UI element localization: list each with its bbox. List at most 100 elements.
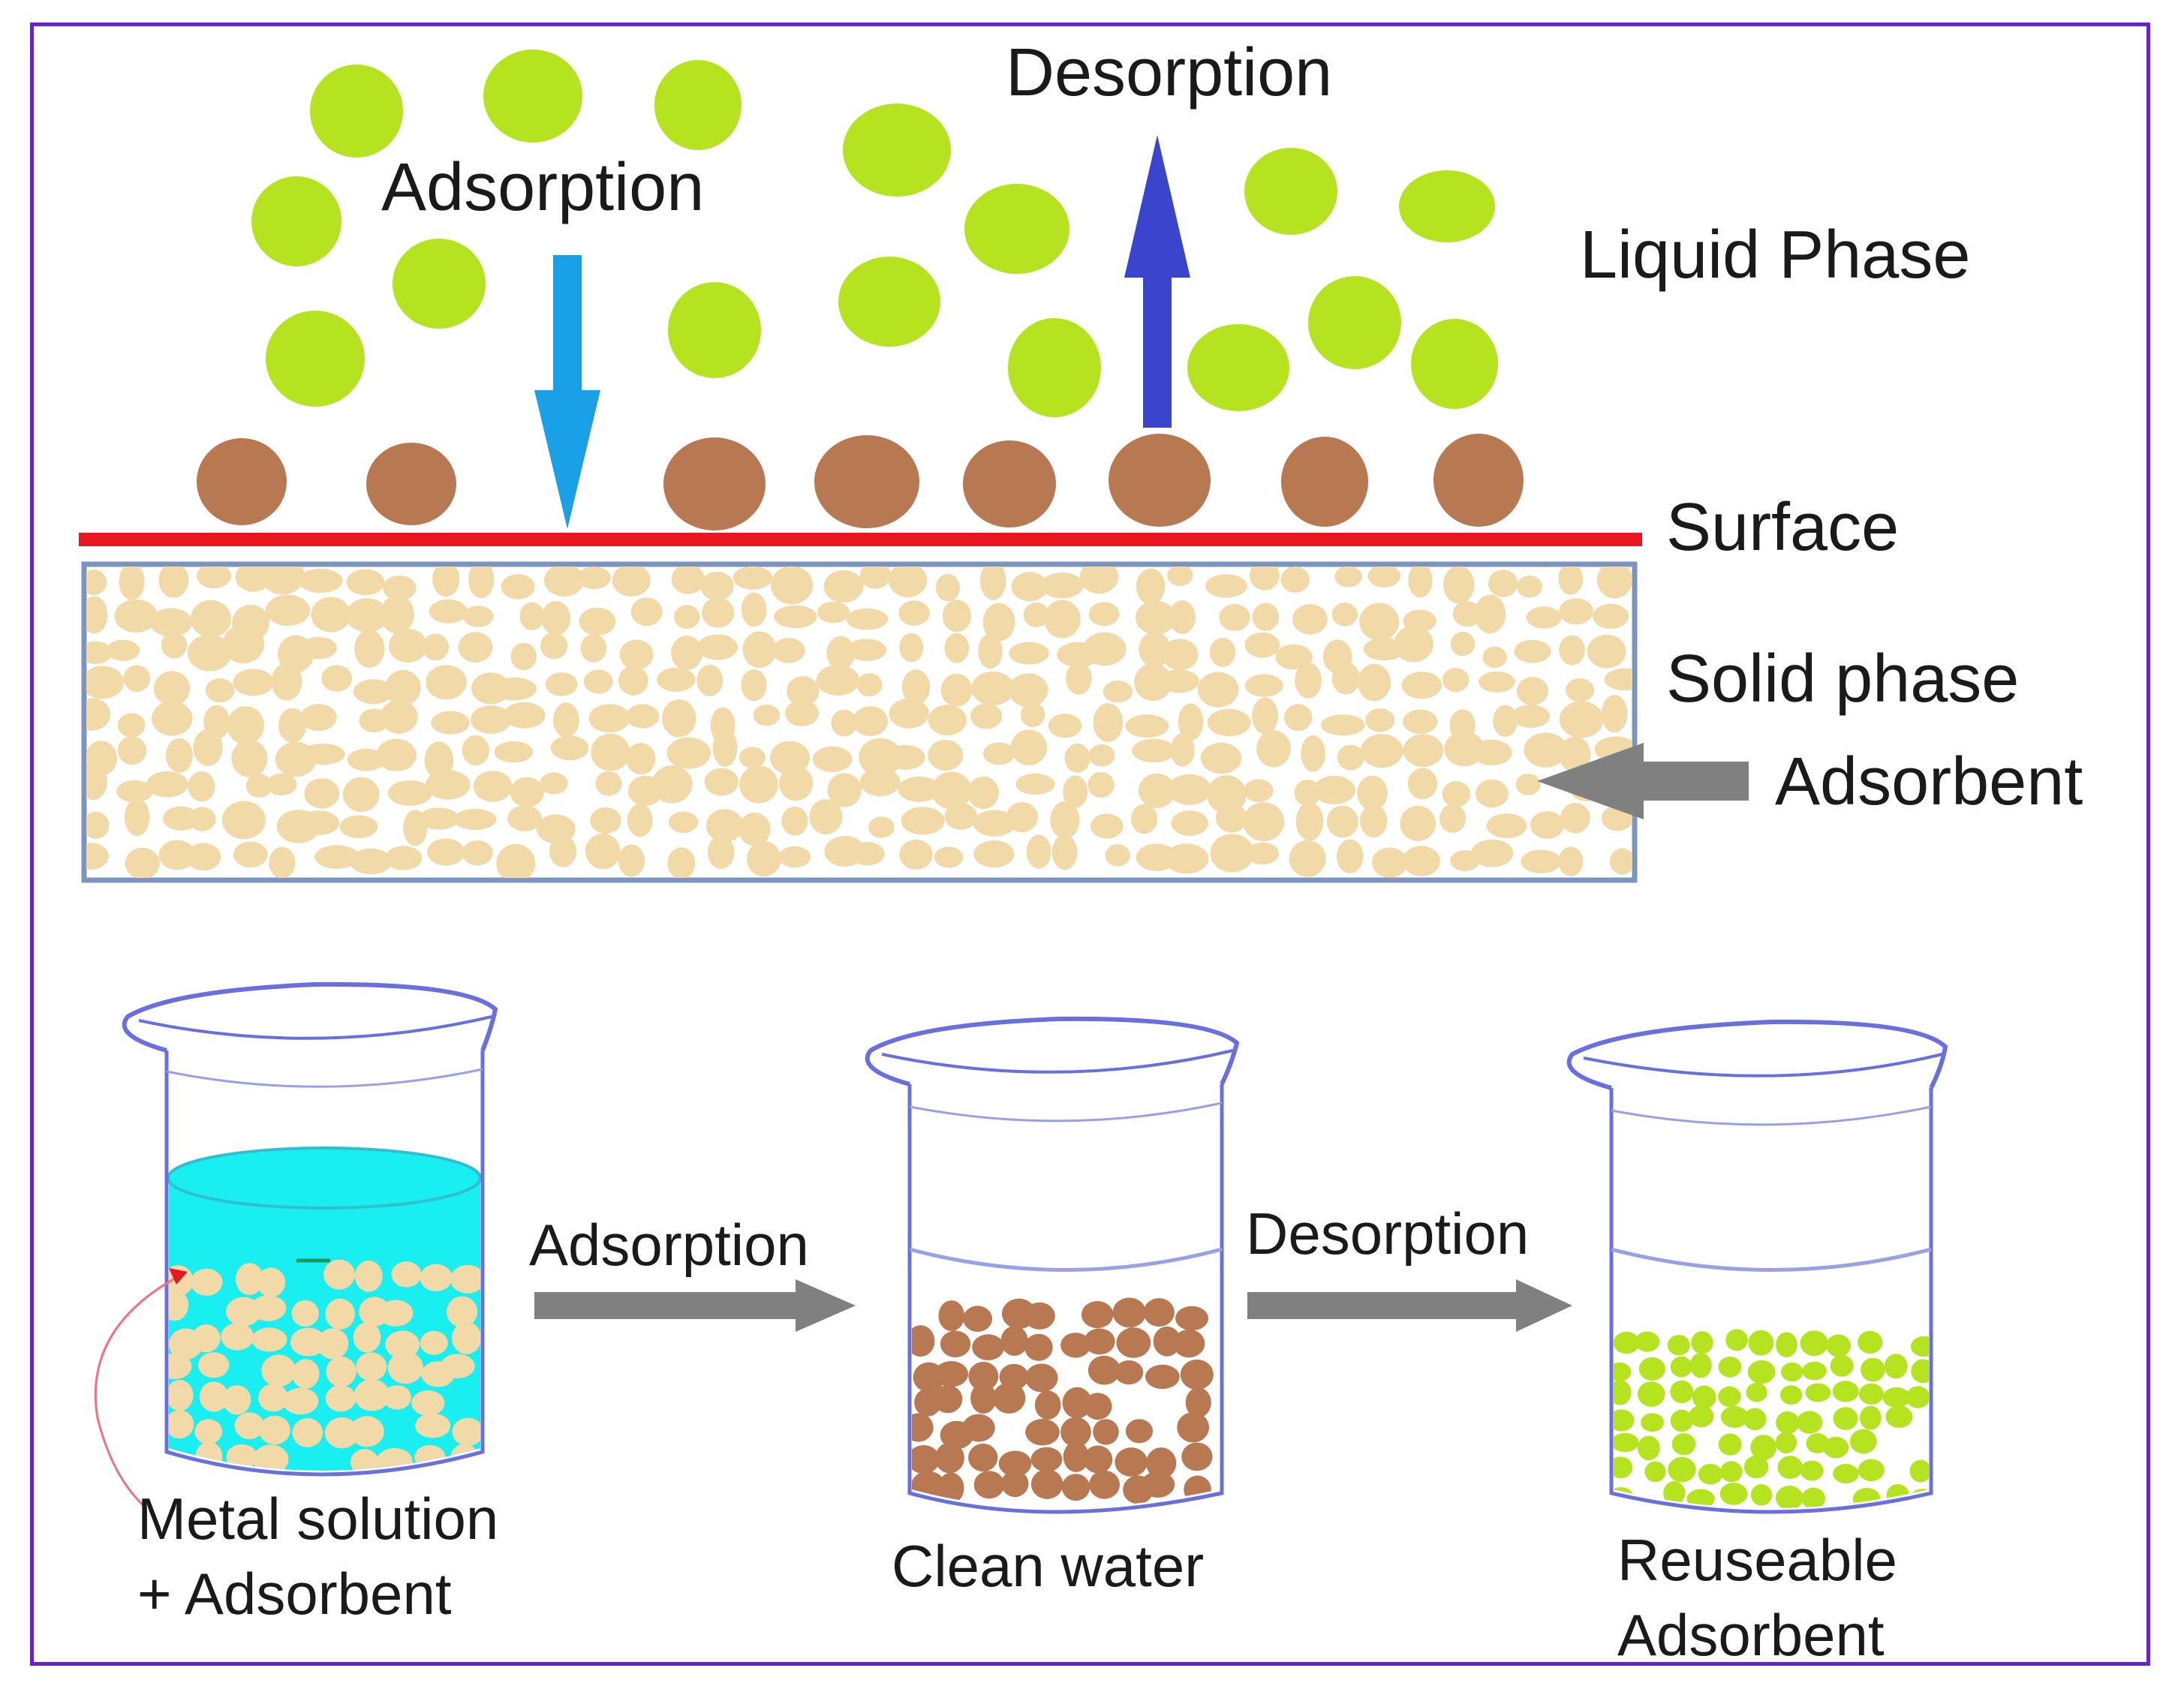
solid-grain: [510, 642, 537, 671]
solid-grain: [278, 708, 307, 743]
beaker3-grain: [1776, 1332, 1797, 1358]
solid-grain: [671, 567, 705, 594]
beaker3-grain: [1748, 1330, 1774, 1356]
solid-grain: [1207, 708, 1251, 737]
solid-grain: [388, 629, 428, 663]
solid-grain: [1243, 802, 1285, 842]
beaker3-grain: [1614, 1380, 1632, 1405]
solid-grain: [973, 840, 1015, 868]
solid-grain: [827, 773, 862, 807]
beaker3-grain: [1638, 1357, 1665, 1381]
solid-grain: [1516, 576, 1543, 598]
surface-line: [79, 533, 1642, 546]
beaker3-grain: [1906, 1386, 1929, 1408]
beaker3-grain: [1747, 1360, 1776, 1384]
solid-grain: [787, 676, 820, 707]
beaker2-grain: [934, 1361, 969, 1387]
solid-grain: [349, 848, 393, 875]
solid-grain: [187, 634, 232, 672]
solid-grain: [931, 771, 972, 810]
solid-grain: [846, 608, 889, 630]
solid-grain: [619, 639, 654, 670]
solid-grain: [588, 704, 630, 733]
beaker2-grain: [1084, 1328, 1115, 1355]
solid-grain: [1402, 846, 1440, 876]
beaker3-grain: [1776, 1486, 1803, 1508]
beaker3-grain: [1849, 1429, 1877, 1454]
solid-grain: [1559, 598, 1593, 625]
solid-grain: [618, 844, 645, 877]
liquid-particle: [483, 50, 582, 143]
beaker3-grain: [1644, 1461, 1666, 1483]
solid-grain: [153, 671, 191, 706]
solid-grain: [1443, 567, 1475, 604]
adsorbed-particle: [197, 438, 287, 525]
solid-grain: [944, 803, 978, 830]
solid-grain: [967, 776, 1000, 810]
solid-grain: [696, 664, 723, 696]
beaker-metal-solution: [94, 981, 498, 1510]
solid-grain: [928, 739, 964, 771]
solid-grain: [712, 729, 738, 767]
solid-grain: [1252, 697, 1278, 735]
solid-grain: [427, 838, 465, 866]
surface-label: Surface: [1666, 490, 1900, 565]
solid-grain: [158, 567, 189, 598]
liquid-particle: [1008, 318, 1101, 417]
beaker1-grain: [420, 1330, 448, 1355]
solid-grain: [1026, 834, 1051, 869]
liquid-particle: [1187, 324, 1289, 411]
adsorbed-particle: [963, 440, 1056, 527]
solid-grain: [1601, 695, 1628, 733]
solid-grain: [380, 699, 418, 734]
beaker2-grain: [1025, 1419, 1060, 1446]
solid-grain: [1486, 813, 1527, 839]
beaker3-grain: [1882, 1387, 1911, 1408]
solid-phase-label: Solid phase: [1666, 642, 2020, 717]
beaker2-grain: [937, 1472, 964, 1504]
beaker3-grain: [1614, 1331, 1640, 1354]
beaker1-grain: [169, 1410, 194, 1439]
beaker3-grain: [1743, 1455, 1769, 1479]
solid-grain: [1171, 810, 1208, 836]
adsorbent-label: Adsorbent: [1775, 744, 2083, 819]
solid-grain: [271, 663, 302, 701]
solid-grain: [1090, 813, 1124, 839]
solid-grain: [784, 699, 820, 726]
solid-grain: [935, 573, 961, 602]
beaker3-grain: [1779, 1385, 1803, 1405]
solid-grain: [668, 811, 699, 834]
solid-grain: [666, 737, 711, 769]
solid-grain: [1088, 602, 1120, 627]
beaker1-grain: [378, 1300, 414, 1327]
beaker2-grain: [1025, 1363, 1058, 1393]
solid-grain: [550, 735, 589, 761]
solid-grain: [1167, 567, 1193, 586]
solid-grain: [1066, 662, 1092, 695]
beaker2-grain: [1141, 1471, 1175, 1498]
solid-grain: [651, 765, 693, 804]
solid-grain: [1593, 603, 1629, 629]
solid-grain: [585, 833, 621, 870]
beaker1-grain: [324, 1417, 359, 1449]
solid-grain: [1136, 568, 1166, 605]
beaker2-grain: [1145, 1364, 1180, 1390]
beaker1-grain: [190, 1268, 223, 1296]
solid-grain: [1358, 663, 1391, 702]
beaker2-grain: [1030, 1447, 1063, 1472]
solid-grain: [612, 567, 651, 597]
solid-grain: [540, 632, 568, 660]
solid-grain: [850, 842, 885, 866]
solid-grain: [1009, 642, 1049, 665]
solid-grain: [742, 631, 777, 669]
solid-grain: [1337, 839, 1364, 874]
beaker1-grain: [259, 1415, 290, 1445]
solid-grain: [826, 636, 856, 671]
solid-grain: [1280, 567, 1310, 593]
solid-grain: [86, 843, 109, 870]
beaker1-grain: [353, 1379, 390, 1411]
solid-grain: [901, 669, 931, 705]
solid-grain: [1609, 848, 1632, 875]
solid-grain: [311, 597, 351, 633]
solid-grain: [1334, 567, 1362, 588]
